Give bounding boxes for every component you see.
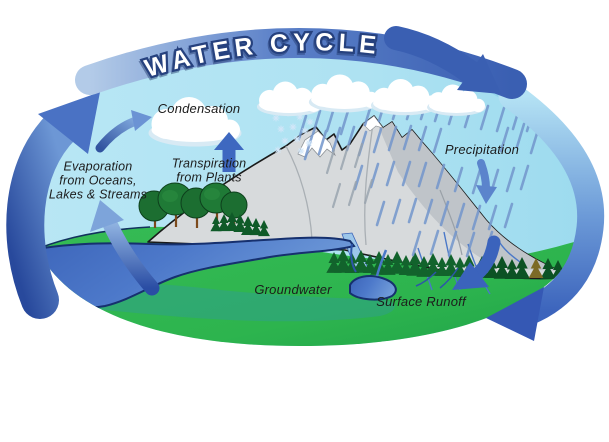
transpiration-arrow [214,132,244,172]
label-surface-runoff: Surface Runoff [376,293,466,309]
deciduous-trees [138,182,248,228]
evaporation-rise-arrow [95,110,152,153]
cycle-arrow-right [486,82,605,341]
cycle-arrow-top [384,26,501,94]
label-evaporation: Evaporation from Oceans, Lakes & Streams [48,159,148,201]
label-groundwater: Groundwater [254,281,332,297]
label-condensation: Condensation [157,100,241,116]
snow-cap-small [362,115,384,132]
surface-runoff-arrow [452,235,501,290]
label-transpiration: Transpiration from Plants [171,156,247,184]
cycle-arrow-left [6,92,100,319]
precipitation-arrow [476,159,497,204]
water-evaporation-arrow [90,200,160,296]
label-precipitation: Precipitation [444,141,520,157]
runoff-streams [350,243,459,289]
pond [349,275,397,301]
